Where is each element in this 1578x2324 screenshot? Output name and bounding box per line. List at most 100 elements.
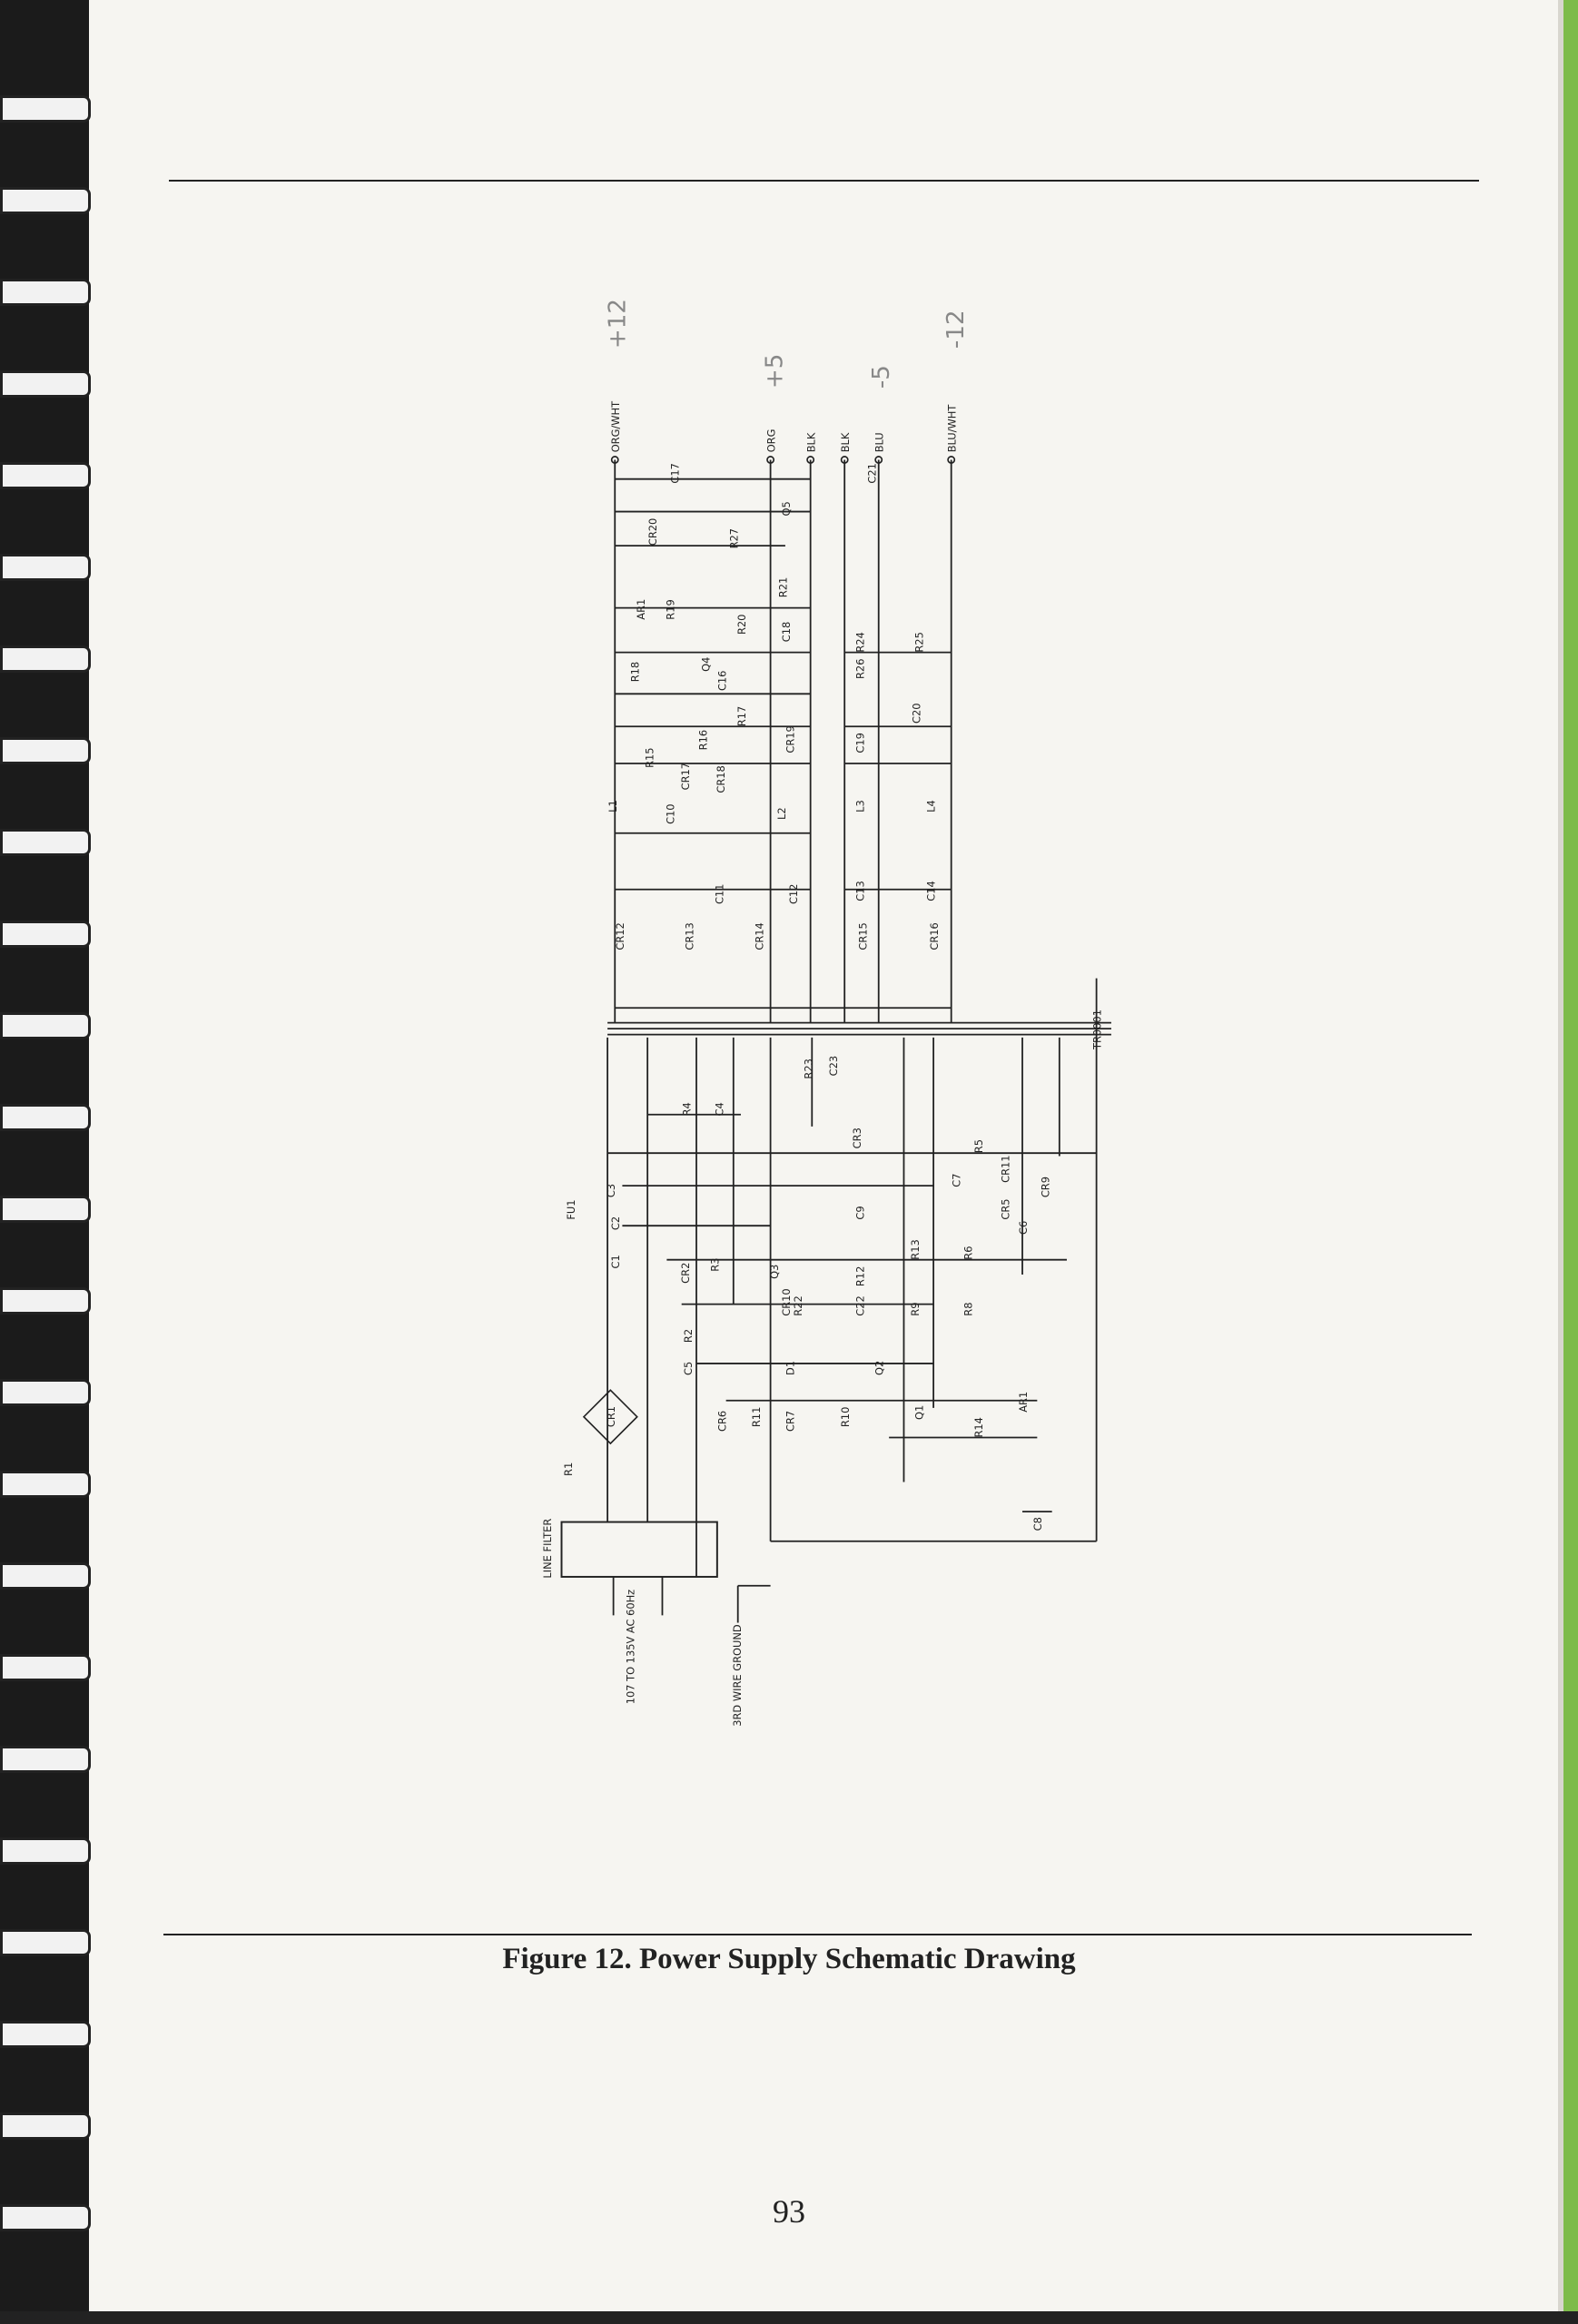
component-label-r27: R27 (728, 528, 741, 548)
component-label-c2: C2 (609, 1216, 622, 1230)
component-label-cr10: CR10 (780, 1288, 793, 1315)
page-number: 93 (773, 2193, 805, 2230)
component-label-r18: R18 (628, 662, 641, 682)
component-label-r24: R24 (853, 632, 866, 652)
component-label-r9: R9 (909, 1303, 922, 1316)
component-label-c18: C18 (780, 622, 793, 642)
component-label-d1: D1 (784, 1361, 797, 1375)
top-rule (169, 180, 1479, 182)
component-label-l4: L4 (925, 800, 938, 812)
component-label-tr0001: TR0001 (1091, 1009, 1104, 1050)
component-label-cr2: CR2 (679, 1263, 692, 1284)
binding-loop (0, 1562, 91, 1590)
component-label-r19: R19 (665, 599, 677, 619)
component-label-c5: C5 (682, 1362, 695, 1375)
component-label-q4: Q4 (700, 657, 713, 672)
component-label-c6: C6 (1017, 1221, 1030, 1235)
component-label-cr12: CR12 (614, 922, 626, 950)
binding-loop (0, 2112, 91, 2140)
binding-loop (0, 829, 91, 856)
handwritten-voltage: +5 (762, 354, 789, 389)
line-filter-box (560, 1521, 718, 1578)
line-filter-label: LINE FILTER (541, 1519, 554, 1579)
component-label-cr3: CR3 (851, 1128, 863, 1148)
component-label-r1: R1 (562, 1462, 575, 1476)
component-label-cr16: CR16 (928, 922, 941, 950)
component-label-r3: R3 (708, 1258, 721, 1272)
component-label-r5: R5 (972, 1139, 985, 1153)
component-label-r20: R20 (735, 615, 748, 635)
component-label-c9: C9 (853, 1206, 866, 1219)
component-label-q3: Q3 (768, 1265, 781, 1279)
page-edge (1558, 0, 1563, 2324)
component-label-c3: C3 (605, 1184, 617, 1197)
component-label-fu1: FU1 (565, 1199, 577, 1219)
component-label-c4: C4 (713, 1102, 725, 1116)
component-label-l3: L3 (853, 800, 866, 812)
component-label-cr17: CR17 (679, 763, 692, 790)
binding-loop (0, 370, 91, 398)
component-label-c8: C8 (1031, 1517, 1044, 1531)
component-label-r26: R26 (853, 659, 866, 679)
component-label-r22: R22 (792, 1295, 804, 1315)
output-terminal (610, 456, 619, 464)
component-label-c22: C22 (853, 1295, 866, 1315)
binding-loop (0, 1012, 91, 1039)
component-label-r8: R8 (962, 1303, 975, 1316)
bridge-rectifier-cr1 (582, 1389, 638, 1445)
component-label-r11: R11 (750, 1407, 763, 1427)
output-terminal-label: BLK (839, 432, 852, 452)
output-terminal-label: ORG (764, 429, 777, 453)
binding-loop (0, 1654, 91, 1681)
component-label-r10: R10 (839, 1407, 852, 1427)
component-label-r21: R21 (777, 577, 790, 597)
component-label-l1: L1 (607, 800, 619, 812)
output-terminal (874, 456, 883, 464)
component-label-ar1: AR1 (1017, 1392, 1030, 1413)
output-terminal-label: BLU (873, 432, 886, 452)
component-label-c14: C14 (925, 881, 938, 901)
output-terminal (806, 456, 815, 464)
binding-loop (0, 95, 91, 123)
component-label-c21: C21 (865, 463, 878, 483)
component-label-q2: Q2 (873, 1361, 886, 1375)
component-label-cr7: CR7 (784, 1411, 797, 1432)
binding-loop (0, 2204, 91, 2231)
binding-loop (0, 1379, 91, 1406)
component-label-r23: R23 (802, 1059, 814, 1078)
output-terminal-label: BLK (805, 432, 818, 452)
component-label-cr5: CR5 (999, 1198, 1011, 1219)
binding-loop (0, 1471, 91, 1498)
output-terminal (947, 456, 956, 464)
bottom-rule (163, 1934, 1472, 1935)
component-label-c1: C1 (609, 1255, 622, 1268)
component-label-cr13: CR13 (684, 922, 696, 950)
component-label-cr19: CR19 (784, 725, 797, 753)
component-label-r6: R6 (962, 1246, 975, 1260)
component-label-q1: Q1 (913, 1405, 926, 1420)
binding-loop (0, 1746, 91, 1773)
binding-loop (0, 1287, 91, 1315)
component-label-cr15: CR15 (857, 922, 870, 950)
component-label-cr20: CR20 (646, 518, 659, 546)
component-label-c10: C10 (665, 803, 677, 823)
output-terminal-label: ORG/WHT (609, 401, 622, 452)
component-label-r4: R4 (680, 1102, 693, 1116)
output-terminal (766, 456, 775, 464)
component-label-c11: C11 (713, 884, 725, 904)
component-label-cr9: CR9 (1039, 1177, 1051, 1197)
binding-loop (0, 1929, 91, 1956)
binding-loop (0, 1196, 91, 1223)
component-label-c7: C7 (950, 1174, 962, 1187)
component-label-r14: R14 (972, 1417, 985, 1437)
binding-loop (0, 921, 91, 948)
component-label-c19: C19 (853, 733, 866, 753)
component-label-r17: R17 (735, 706, 748, 726)
binding-loop (0, 1104, 91, 1131)
component-label-c20: C20 (910, 703, 922, 723)
component-label-r25: R25 (913, 632, 926, 652)
component-label-c12: C12 (787, 884, 800, 904)
binding-loop (0, 645, 91, 673)
schematic-wires (582, 456, 1111, 1623)
